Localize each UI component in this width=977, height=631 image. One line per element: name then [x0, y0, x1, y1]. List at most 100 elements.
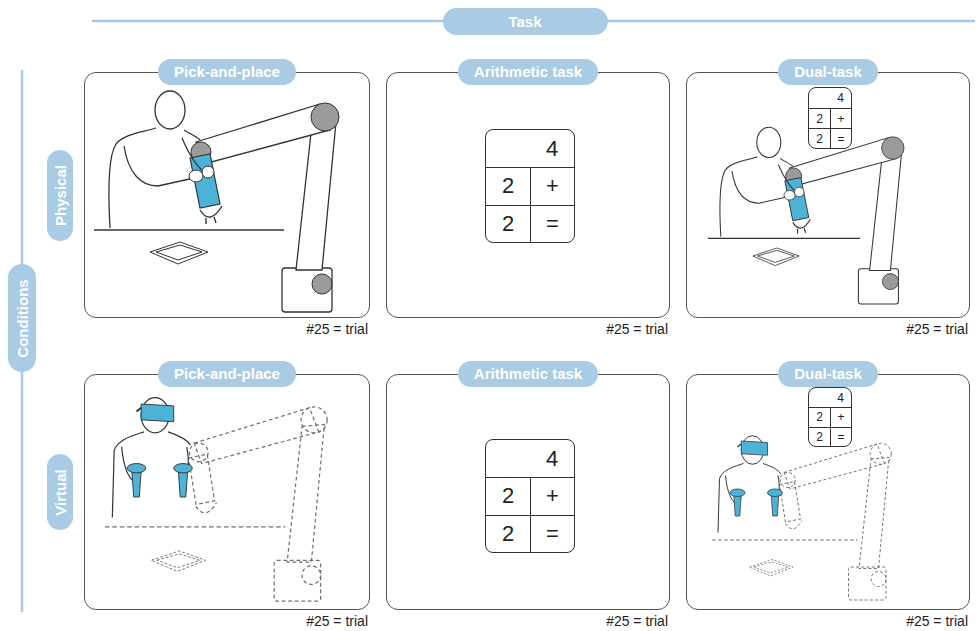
virtual-table	[712, 540, 858, 541]
robot-upper-link	[196, 104, 330, 164]
table-cell: 2	[486, 515, 530, 552]
vr-headset-strap	[738, 444, 742, 447]
tray-inner	[758, 250, 795, 262]
robot-lower-link	[296, 122, 336, 270]
vr-headset	[741, 441, 767, 455]
physical-scene	[94, 91, 339, 312]
condition-pill: Conditions	[8, 264, 36, 372]
work-table	[94, 229, 284, 231]
robot-base	[849, 567, 887, 600]
table-cell: =	[530, 205, 574, 242]
condition-pill: Physical	[47, 150, 73, 241]
trial-count-note: #25 = trial	[906, 321, 968, 337]
tray-inner	[754, 562, 789, 573]
robot-shoulder-joint	[311, 103, 339, 131]
robot-shoulder-joint	[870, 443, 891, 464]
table-cell: 4	[830, 88, 851, 108]
virtual-table	[105, 526, 285, 527]
operator-torso	[109, 128, 200, 228]
table-cell: 4	[530, 130, 574, 167]
vr-headset-strap	[137, 408, 142, 412]
operator-torso	[720, 157, 793, 237]
operator-hand	[189, 170, 203, 182]
vr-controller-ring	[768, 489, 783, 497]
trial-count-note: #25 = trial	[306, 321, 368, 337]
vr-headset	[141, 404, 174, 422]
trial-count-note: #25 = trial	[606, 321, 668, 337]
arithmetic-table: 42+2=	[485, 129, 575, 243]
robot-base	[858, 269, 898, 304]
robot-gripper	[196, 503, 216, 513]
table-cell: =	[830, 128, 851, 148]
robot-shoulder-joint	[882, 137, 904, 159]
vr-controller	[178, 471, 187, 497]
robot-base-joint	[871, 572, 886, 587]
pill-label: Conditions	[14, 279, 31, 357]
robot-tool	[189, 454, 215, 504]
table-cell: 2	[809, 407, 830, 426]
trial-count-note: #25 = trial	[306, 613, 368, 629]
task-panel: Arithmetic task42+2=	[386, 72, 670, 318]
operator-arms	[124, 138, 204, 186]
vr-controller	[771, 495, 779, 516]
pill-label: Virtual	[52, 469, 69, 515]
table-cell: 4	[530, 440, 574, 477]
operator-hand	[202, 166, 214, 178]
table-cell: 2	[486, 205, 530, 242]
robot-lower-link	[870, 152, 902, 270]
table-cell: +	[830, 407, 851, 426]
panel-header: Pick-and-place	[158, 59, 296, 85]
operator-hand	[794, 187, 804, 197]
trial-count-note: #25 = trial	[906, 613, 968, 629]
table-cell: 4	[830, 388, 851, 407]
task-panel: Arithmetic task42+2=	[386, 374, 670, 610]
panel-header: Arithmetic task	[458, 59, 598, 85]
empty-cell	[486, 130, 530, 167]
vr-controller-ring	[127, 464, 146, 473]
pill-label: Task	[508, 13, 541, 30]
empty-cell	[809, 388, 830, 407]
robot-tool	[780, 482, 801, 523]
robot-base-joint	[312, 274, 332, 294]
task-panel: Pick-and-place	[84, 374, 370, 610]
task-panel: Dual-task42+2=	[686, 72, 970, 318]
vr-controller	[132, 471, 141, 497]
empty-cell	[486, 440, 530, 477]
robot-base-joint	[302, 566, 321, 585]
table-cell: =	[530, 515, 574, 552]
tray-inner	[156, 245, 202, 260]
robot-upper-link	[194, 408, 319, 464]
table-cell: 2	[809, 128, 830, 148]
operator-head	[757, 127, 781, 157]
panel-header: Dual-task	[778, 59, 878, 85]
table-cell: 2	[486, 167, 530, 204]
tray-outline	[151, 551, 205, 571]
robot-gripper	[200, 206, 222, 224]
virtual-scene	[105, 398, 327, 602]
arithmetic-table: 42+2=	[808, 387, 852, 447]
task-panel: Dual-task42+2=	[686, 374, 970, 610]
robot-base	[274, 560, 321, 601]
robot-wrist-joint	[190, 443, 209, 462]
table-cell: +	[830, 108, 851, 128]
table-cell: 2	[809, 108, 830, 128]
table-cell: +	[530, 167, 574, 204]
robot-wrist-joint	[780, 473, 795, 488]
operator-head	[155, 91, 185, 129]
tray-outline	[753, 248, 799, 266]
virtual-scene	[712, 436, 891, 600]
robot-upper-link	[784, 444, 885, 489]
vr-user-torso	[718, 464, 781, 533]
panel-header: Arithmetic task	[458, 361, 598, 387]
vr-controller-ring	[730, 489, 745, 497]
operator-arms	[732, 165, 796, 203]
panel-header: Pick-and-place	[158, 361, 296, 387]
condition-pill: Virtual	[47, 454, 73, 530]
arithmetic-table: 42+2=	[808, 87, 852, 149]
vr-user-torso	[112, 432, 190, 518]
work-table	[708, 238, 860, 239]
axis-label-pill: Task	[443, 8, 608, 35]
robot-shoulder-joint	[301, 407, 327, 433]
